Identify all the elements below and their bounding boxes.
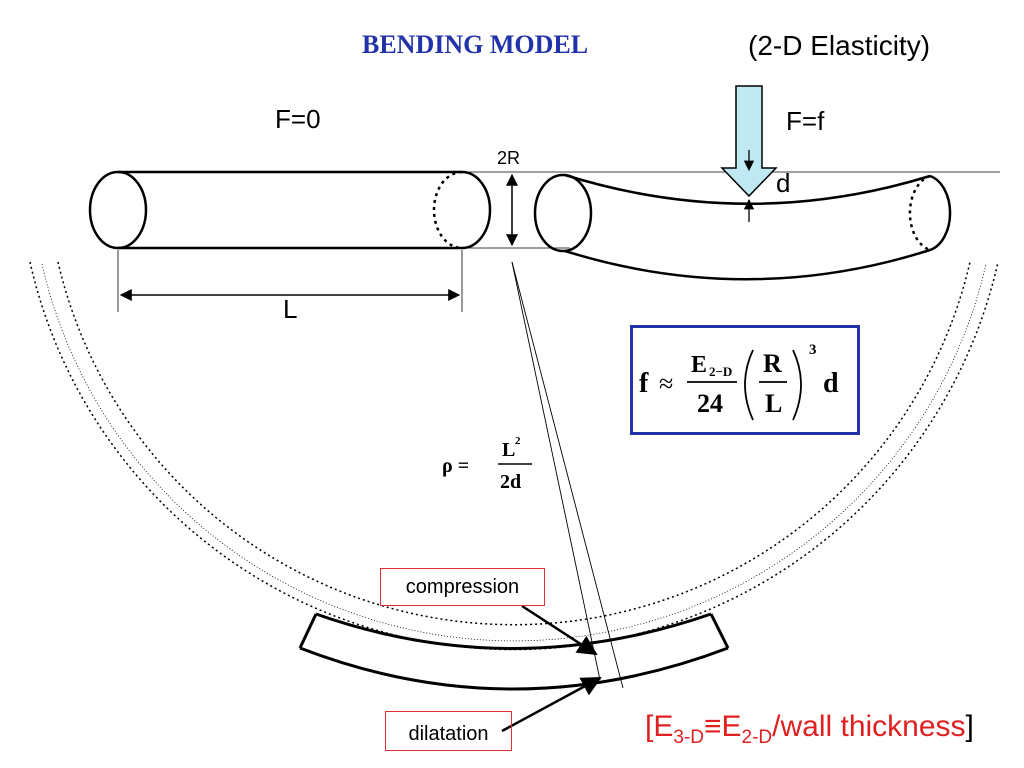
bent-cylinder-bottom-edge bbox=[564, 248, 931, 281]
cylinder-left-cap bbox=[88, 170, 148, 250]
note-e3d: E bbox=[653, 710, 674, 743]
formula-right-paren bbox=[792, 349, 802, 421]
left-force-label: F=0 bbox=[275, 104, 321, 134]
length-label: L bbox=[283, 294, 298, 324]
formula-numerator-e-sub: 2−D bbox=[709, 364, 732, 379]
bent-beam-segment bbox=[298, 612, 730, 691]
bent-cylinder-right-cap-solid bbox=[929, 174, 952, 252]
note-rest: /wall thickness bbox=[772, 710, 966, 743]
radius-lines bbox=[511, 261, 624, 689]
force-formula: f ≈ E 2−D 24 R L 3 d bbox=[639, 342, 839, 421]
beam-outer-edge bbox=[299, 646, 729, 691]
rho-numerator: L bbox=[502, 439, 515, 461]
straight-cylinder bbox=[88, 170, 492, 250]
rho-denominator: 2d bbox=[500, 471, 521, 493]
rho-lhs: ρ = bbox=[442, 455, 469, 477]
dilatation-pointer-arrow bbox=[501, 676, 602, 733]
formula-r: R bbox=[763, 349, 782, 378]
formula-exponent: 3 bbox=[809, 342, 817, 358]
formula-numerator-e: E bbox=[691, 352, 707, 378]
cylinder-right-cap-solid bbox=[461, 170, 492, 250]
right-force-label: F=f bbox=[786, 106, 825, 136]
force-formula-box: f ≈ E 2−D 24 R L 3 d bbox=[630, 325, 860, 435]
note-e2d: E bbox=[721, 710, 742, 743]
note-e2d-sub: 2-D bbox=[741, 727, 773, 748]
force-arrow-icon bbox=[720, 85, 778, 198]
dilatation-label: dilatation bbox=[385, 711, 512, 751]
modulus-note: [E3-D≡E2-D/wall thickness] bbox=[645, 710, 974, 749]
bent-cylinder-right-cap-hidden bbox=[908, 174, 931, 252]
formula-tail: d bbox=[823, 368, 839, 399]
compression-label: compression bbox=[380, 568, 545, 606]
note-close-bracket: ] bbox=[965, 710, 974, 743]
formula-l: L bbox=[765, 389, 782, 418]
formula-denominator: 24 bbox=[697, 389, 723, 418]
middle-arc bbox=[41, 263, 987, 642]
bent-cylinder-left-cap bbox=[533, 173, 593, 253]
note-e3d-sub: 3-D bbox=[673, 727, 704, 748]
curvature-arcs bbox=[29, 261, 999, 651]
deflection-label: d bbox=[776, 168, 791, 198]
page-title: BENDING MODEL bbox=[362, 30, 589, 59]
radius-formula: ρ = L 2 2d bbox=[440, 428, 540, 508]
cylinder-right-cap-hidden bbox=[432, 170, 463, 250]
formula-left-paren bbox=[744, 349, 754, 421]
compression-pointer-arrow bbox=[521, 604, 598, 656]
beam-inner-edge bbox=[315, 612, 712, 650]
bent-cylinder bbox=[533, 173, 952, 281]
beam-left-end bbox=[298, 613, 318, 649]
outer-arc bbox=[29, 261, 999, 651]
rho-numerator-exp: 2 bbox=[515, 435, 521, 447]
diameter-label: 2R bbox=[497, 148, 521, 168]
note-open-bracket: [ bbox=[645, 710, 654, 743]
formula-approx: ≈ bbox=[659, 369, 673, 398]
formula-lhs: f bbox=[639, 368, 649, 399]
subtitle: (2-D Elasticity) bbox=[748, 30, 931, 61]
note-equiv: ≡ bbox=[703, 710, 722, 743]
beam-right-end bbox=[709, 613, 730, 649]
